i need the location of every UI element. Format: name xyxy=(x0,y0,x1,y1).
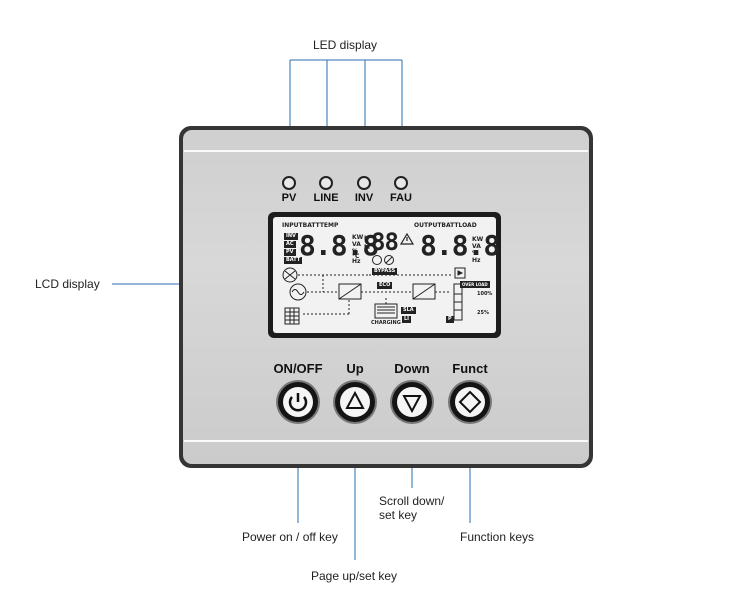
power-key-callout: Power on / off key xyxy=(242,530,338,544)
control-panel xyxy=(179,126,593,468)
lcd-mid-digits: 88 xyxy=(371,228,399,256)
on-off-label: ON/OFF xyxy=(273,361,323,376)
up-label: Up xyxy=(346,361,364,376)
scroll-down-callout-line2: set key xyxy=(379,508,418,522)
led-label-fau: FAU xyxy=(390,192,412,204)
lcd-unit-pct-left: % xyxy=(352,248,359,255)
lcd-input-digits: 8.8.8 xyxy=(299,229,379,262)
down-button[interactable] xyxy=(392,382,432,422)
led-label-inv: INV xyxy=(354,192,374,204)
down-label: Down xyxy=(394,361,430,376)
lcd-tag-ac: AC xyxy=(284,241,296,248)
scroll-down-callout-line1: Scroll down/ xyxy=(379,494,445,508)
lcd-unit-m: M xyxy=(364,244,370,251)
lcd-tag-pv: PV xyxy=(284,249,296,256)
lcd-p-tag: P xyxy=(446,316,454,323)
panel-highlight-bottom xyxy=(184,440,588,442)
led-label-line: LINE xyxy=(313,192,339,204)
triangle-down-icon xyxy=(397,387,427,417)
lcd-output-header: OUTPUTBATTLOAD xyxy=(414,222,477,229)
led-fau xyxy=(394,176,408,190)
triangle-up-icon xyxy=(340,387,370,417)
lcd-input-header: INPUTBATTTEMP xyxy=(282,222,339,229)
up-button[interactable] xyxy=(335,382,375,422)
lcd-flow-diagram xyxy=(282,267,466,325)
diamond-icon xyxy=(455,387,485,417)
lcd-pct-100: 100% xyxy=(477,291,493,297)
lcd-eco-tag: ECO xyxy=(377,282,393,289)
lcd-charging-label: CHARGING xyxy=(371,320,401,326)
lcd-unit-c-left: °C xyxy=(352,253,360,260)
funct-label: Funct xyxy=(452,361,488,376)
led-line xyxy=(319,176,333,190)
panel-highlight-top xyxy=(184,150,588,152)
lcd-unit-kw-left: KW xyxy=(352,234,364,241)
page-up-callout: Page up/set key xyxy=(311,569,398,583)
lcd-unit-kw-right: KW xyxy=(472,236,484,243)
led-pv xyxy=(282,176,296,190)
function-keys-callout: Function keys xyxy=(460,530,535,544)
lcd-output-digits: 8.8.8 xyxy=(420,229,500,262)
funct-button[interactable] xyxy=(450,382,490,422)
lcd-unit-hz-right: Hz xyxy=(472,257,481,264)
status-circle-icons xyxy=(372,255,394,265)
lcd-tag-batt: BATT xyxy=(284,257,303,264)
led-display-callout: LED display xyxy=(313,38,378,52)
lcd-unit-va-left: VA xyxy=(352,241,361,248)
lcd-tag-inv: INV xyxy=(284,233,298,240)
power-icon xyxy=(283,387,313,417)
led-label-pv: PV xyxy=(281,192,297,204)
lcd-unit-pct-right: % xyxy=(472,250,479,257)
lcd-unit-h: H xyxy=(364,235,370,242)
lcd-sla-tag: SLA xyxy=(401,307,416,314)
led-inv xyxy=(357,176,371,190)
lcd-overload-tag: OVER LOAD xyxy=(460,281,490,288)
lcd-bypass-tag: BYPASS xyxy=(372,268,398,275)
lcd-display-callout: LCD display xyxy=(35,277,100,291)
lcd-unit-va-right: VA xyxy=(472,243,481,250)
warning-icon xyxy=(400,233,414,245)
on-off-button[interactable] xyxy=(278,382,318,422)
lcd-unit-hz-left: Hz xyxy=(352,258,361,265)
lcd-li-tag: LI xyxy=(402,316,412,323)
lcd-pct-25: 25% xyxy=(477,310,489,316)
